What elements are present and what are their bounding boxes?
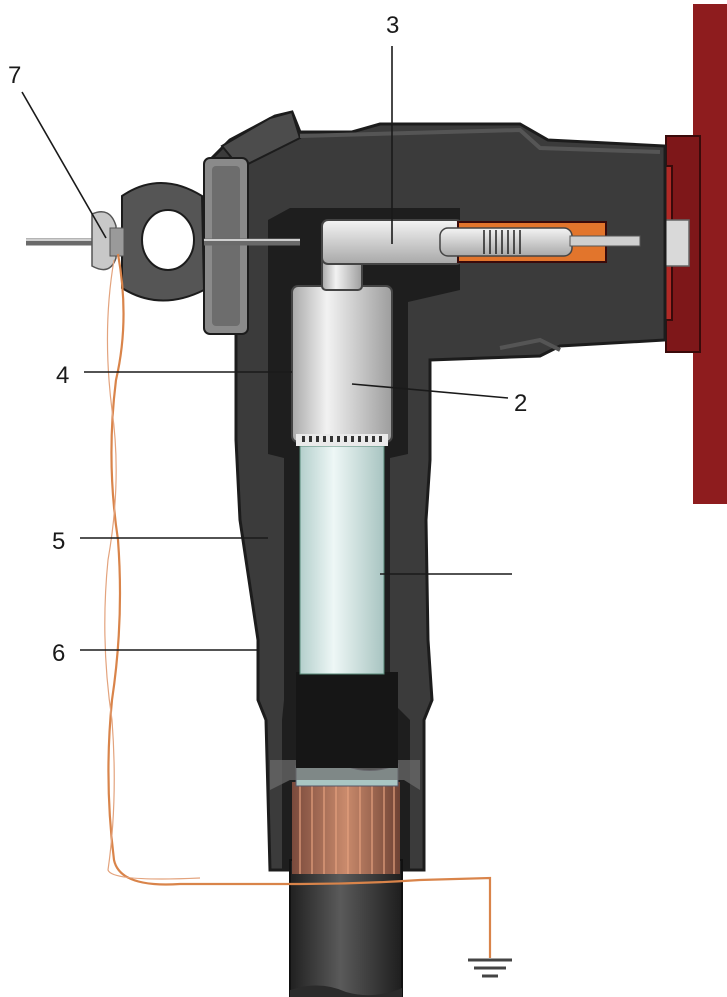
leader-lines	[21, 46, 512, 651]
connector-body	[291, 285, 393, 443]
cable-jacket	[289, 859, 403, 997]
callout-7: 7	[8, 62, 22, 89]
housing-groove	[499, 337, 561, 352]
test-cap-hole	[141, 209, 195, 271]
cable-end-cut	[290, 985, 402, 997]
callout-5: 5	[52, 528, 66, 555]
pin-tip	[439, 227, 573, 257]
leader-7	[21, 91, 107, 239]
pin-thread-end	[569, 235, 641, 247]
connector-teeth	[302, 436, 382, 442]
housing-ridge	[299, 127, 661, 154]
leader-2	[351, 383, 509, 399]
cable-insulator	[299, 445, 385, 675]
test-point-boss-inner	[212, 166, 240, 326]
callout-4: 4	[56, 362, 70, 389]
screen-wire-lines	[299, 782, 395, 874]
earth-wire	[107, 253, 492, 958]
cable-insulation	[296, 672, 398, 768]
screen-wires	[292, 782, 400, 874]
cable	[270, 445, 420, 997]
callout-3: 3	[386, 12, 400, 39]
earth-stud	[26, 182, 300, 302]
callout-2: 2	[514, 390, 528, 417]
earth-wire-2	[104, 259, 201, 880]
pin-louvres	[483, 230, 521, 254]
ground-symbol-icon	[468, 958, 512, 978]
contact-pin	[321, 219, 641, 265]
callout-6: 6	[52, 640, 66, 667]
wing-nut-hub	[109, 227, 125, 257]
